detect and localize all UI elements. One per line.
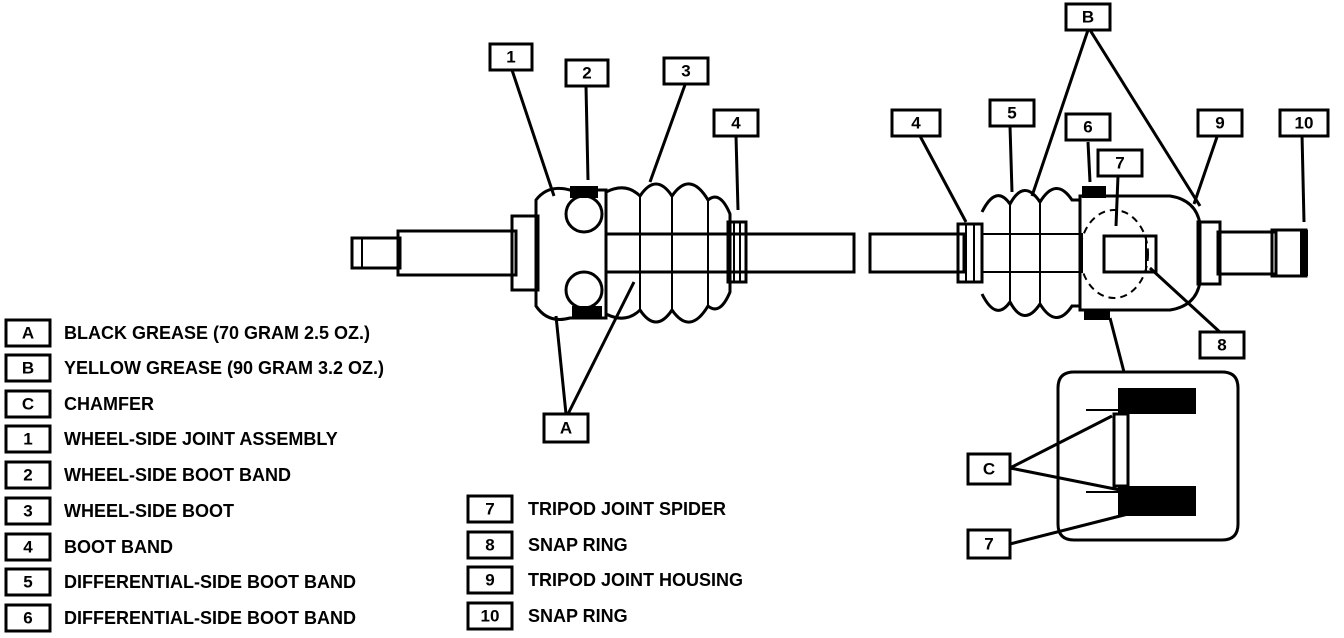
- callout-10: 10: [1278, 108, 1330, 138]
- wheel-side-shaft-assembly: [350, 182, 856, 324]
- callout-7-inset: 7: [966, 528, 1012, 560]
- legend-text: YELLOW GREASE (90 GRAM 3.2 OZ.): [64, 358, 384, 378]
- callout-1-label: 1: [506, 48, 515, 67]
- callout-7-inset-label: 7: [984, 535, 993, 554]
- legend-text: TRIPOD JOINT SPIDER: [528, 499, 726, 519]
- legend-item: 1 WHEEL-SIDE JOINT ASSEMBLY: [4, 424, 338, 454]
- legend-key: 4: [23, 538, 33, 557]
- legend-text: DIFFERENTIAL-SIDE BOOT BAND: [64, 608, 356, 628]
- legend-text: WHEEL-SIDE JOINT ASSEMBLY: [64, 429, 338, 449]
- callout-c-label: C: [983, 460, 995, 479]
- callout-9-label: 9: [1215, 114, 1224, 133]
- callout-2-label: 2: [582, 64, 591, 83]
- callout-7-label: 7: [1115, 154, 1124, 173]
- callout-4-right-label: 4: [911, 114, 921, 133]
- callout-6-label: 6: [1083, 118, 1092, 137]
- legend-item: 6 DIFFERENTIAL-SIDE BOOT BAND: [4, 603, 356, 633]
- legend-key: A: [22, 324, 34, 343]
- legend-key: B: [22, 359, 34, 378]
- legend-item: B YELLOW GREASE (90 GRAM 3.2 OZ.): [4, 353, 384, 383]
- callout-7: 7: [1096, 148, 1144, 178]
- legend-item: 4 BOOT BAND: [4, 532, 173, 562]
- legend-key: 3: [23, 502, 32, 521]
- legend-text: TRIPOD JOINT HOUSING: [528, 570, 743, 590]
- callout-2: 2: [564, 58, 610, 88]
- callout-a: A: [542, 412, 590, 444]
- differential-side-shaft-assembly: [868, 186, 1308, 320]
- legend-text: SNAP RING: [528, 606, 628, 626]
- legend-item: C CHAMFER: [4, 389, 154, 419]
- legend-left: A BLACK GREASE (70 GRAM 2.5 OZ.) B YELLOW …: [4, 318, 384, 633]
- legend-item: A BLACK GREASE (70 GRAM 2.5 OZ.): [4, 318, 370, 348]
- legend-item: 9 TRIPOD JOINT HOUSING: [466, 565, 743, 595]
- callout-6: 6: [1064, 112, 1112, 142]
- chamfer-detail-inset: [1056, 317, 1240, 542]
- callout-9: 9: [1196, 108, 1244, 138]
- legend-item: 7 TRIPOD JOINT SPIDER: [466, 494, 726, 524]
- callout-a-label: A: [560, 419, 572, 438]
- legend-text: CHAMFER: [64, 394, 154, 414]
- callout-b: B: [1064, 2, 1112, 32]
- legend-text: DIFFERENTIAL-SIDE BOOT BAND: [64, 572, 356, 592]
- callout-5-label: 5: [1007, 104, 1016, 123]
- legend-item: 10 SNAP RING: [466, 601, 628, 631]
- callout-3: 3: [662, 56, 710, 86]
- callout-3-label: 3: [681, 62, 690, 81]
- legend-text: WHEEL-SIDE BOOT: [64, 501, 234, 521]
- callout-c: C: [966, 452, 1012, 486]
- leader-lines: [510, 29, 1306, 546]
- callout-5: 5: [988, 98, 1036, 128]
- legend-key: 8: [485, 536, 494, 555]
- callout-4-right: 4: [890, 108, 942, 138]
- legend-text: SNAP RING: [528, 535, 628, 555]
- callout-4-left: 4: [712, 108, 760, 138]
- callout-8-label: 8: [1217, 336, 1226, 355]
- legend-key: 2: [23, 466, 32, 485]
- legend-key: 1: [23, 430, 32, 449]
- legend-key: 10: [481, 607, 500, 626]
- legend-item: 5 DIFFERENTIAL-SIDE BOOT BAND: [4, 567, 356, 597]
- callout-8: 8: [1198, 330, 1246, 360]
- callout-b-label: B: [1082, 8, 1094, 27]
- legend-text: BLACK GREASE (70 GRAM 2.5 OZ.): [64, 323, 370, 343]
- legend-text: WHEEL-SIDE BOOT BAND: [64, 465, 291, 485]
- legend-item: 3 WHEEL-SIDE BOOT: [4, 496, 234, 526]
- legend-key: 6: [23, 609, 32, 628]
- callout-10-label: 10: [1295, 114, 1314, 133]
- legend-key: C: [22, 395, 34, 414]
- callout-4-left-label: 4: [731, 114, 741, 133]
- legend-key: 9: [485, 571, 494, 590]
- legend-item: 8 SNAP RING: [466, 530, 628, 560]
- legend-item: 2 WHEEL-SIDE BOOT BAND: [4, 460, 291, 490]
- legend-text: BOOT BAND: [64, 537, 173, 557]
- legend-key: 7: [485, 500, 494, 519]
- callout-1: 1: [488, 42, 534, 72]
- legend-key: 5: [23, 573, 32, 592]
